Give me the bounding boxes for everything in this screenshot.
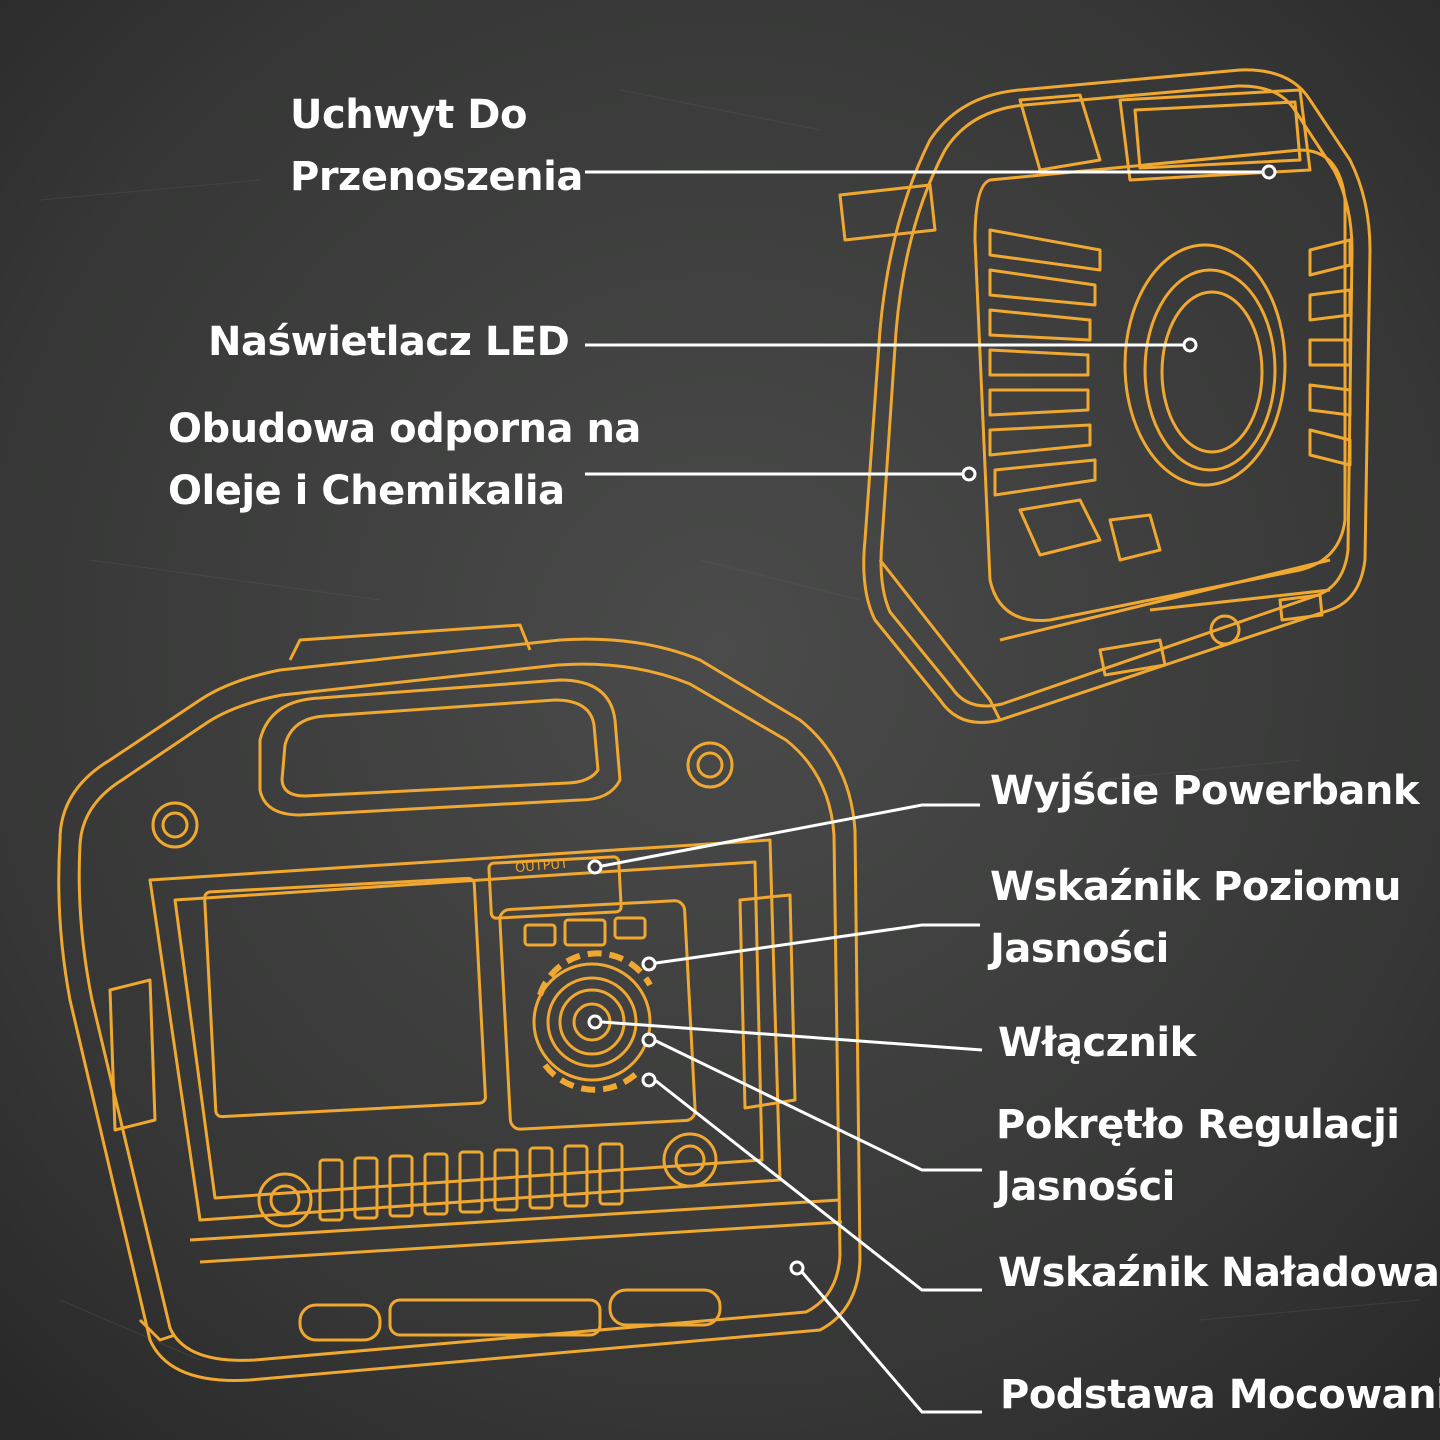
leader-brightness-knob xyxy=(655,1039,982,1172)
label-led-floodlight: Naświetlacz LED xyxy=(208,319,570,365)
leader-lines xyxy=(585,170,1262,1414)
label-power-switch: Włącznik xyxy=(998,1020,1196,1066)
leader-power-switch xyxy=(601,1020,983,1052)
leader-powerbank xyxy=(601,803,980,868)
leader-mount-base xyxy=(800,1271,982,1414)
label-mount-base: Podstawa Mocowania xyxy=(1000,1372,1440,1418)
handle-opening xyxy=(258,678,622,817)
led-lens-outer xyxy=(1123,243,1287,487)
label-housing: Obudowa odporna na Oleje i Chemikalia xyxy=(168,406,641,514)
label-brightness-knob: Pokrętło Regulacji Jasności xyxy=(996,1102,1400,1210)
vent-slots xyxy=(318,1142,624,1222)
control-panel xyxy=(498,899,697,1131)
label-charge-indicator: Wskaźnik Naładowania xyxy=(998,1250,1440,1296)
floodlight-head-drawing xyxy=(838,68,1372,724)
leader-charge-indicator xyxy=(655,1079,982,1292)
leader-dots xyxy=(587,164,1277,1276)
dial-outer xyxy=(532,962,652,1082)
cooling-fins xyxy=(988,93,1352,562)
label-brightness-indicator: Wskaźnik Poziomu Jasności xyxy=(990,864,1401,972)
label-powerbank-output: Wyjście Powerbank xyxy=(990,768,1420,814)
output-port-label: OUTPUT xyxy=(514,857,568,877)
panel-screen xyxy=(203,876,487,1119)
leader-brightness-indicator xyxy=(655,923,980,965)
label-carry-handle: Uchwyt Do Przenoszenia xyxy=(290,92,583,200)
scratch-texture xyxy=(39,89,1421,1361)
